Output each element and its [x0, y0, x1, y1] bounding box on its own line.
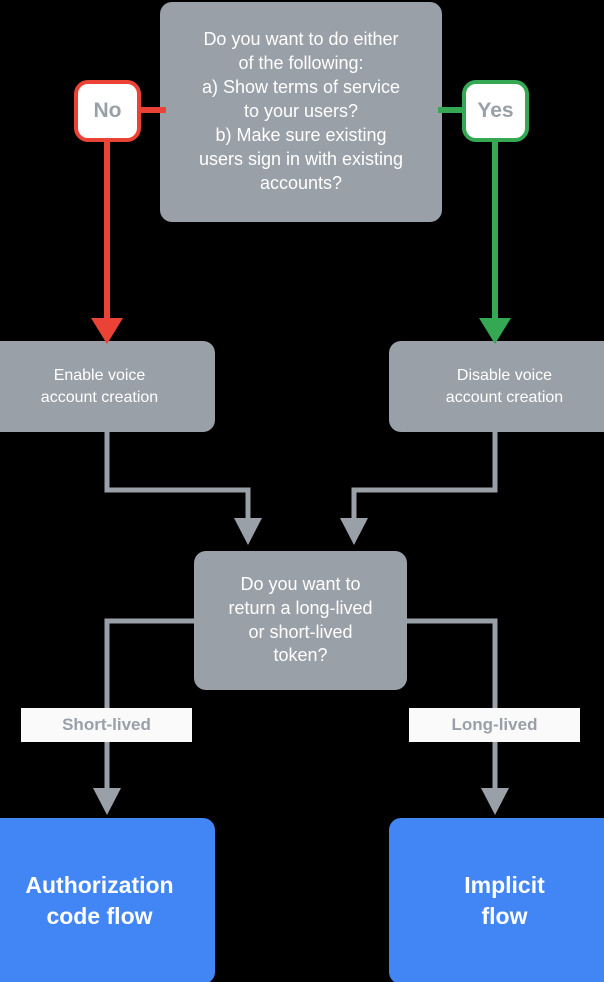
edge-no-to-enable-voice	[91, 140, 123, 344]
edge-label-short-lived: Short-lived	[21, 708, 192, 742]
edge-enable-voice-to-token-question	[104, 432, 262, 545]
node-implicit-flow-text: Implicit flow	[464, 872, 545, 929]
node-question-top-text: Do you want to do either of the followin…	[198, 29, 404, 193]
node-disable-voice-account-creation: Disable voice account creation	[389, 341, 604, 432]
badge-yes-label: Yes	[477, 99, 514, 122]
node-enable-voice-text: Enable voice account creation	[40, 367, 159, 406]
node-implicit-flow: Implicit flow	[389, 818, 604, 982]
badge-no-label: No	[93, 99, 122, 122]
node-authorization-code-flow-text: Authorization code flow	[25, 872, 174, 929]
node-question-top: Do you want to do either of the followin…	[160, 2, 442, 222]
node-disable-voice-text: Disable voice account creation	[445, 367, 564, 406]
edge-label-short-lived-text: Short-lived	[62, 715, 151, 734]
edge-label-long-lived-text: Long-lived	[451, 715, 538, 734]
badge-yes[interactable]: Yes	[462, 80, 529, 142]
edge-label-long-lived: Long-lived	[409, 708, 580, 742]
edge-yes-to-disable-voice	[479, 140, 511, 344]
edge-disable-voice-to-token-question	[340, 432, 498, 545]
badge-no[interactable]: No	[74, 80, 141, 142]
node-authorization-code-flow: Authorization code flow	[0, 818, 215, 982]
node-question-token: Do you want to return a long-lived or sh…	[194, 551, 407, 690]
node-question-token-text: Do you want to return a long-lived or sh…	[228, 573, 373, 666]
node-enable-voice-account-creation: Enable voice account creation	[0, 341, 215, 432]
